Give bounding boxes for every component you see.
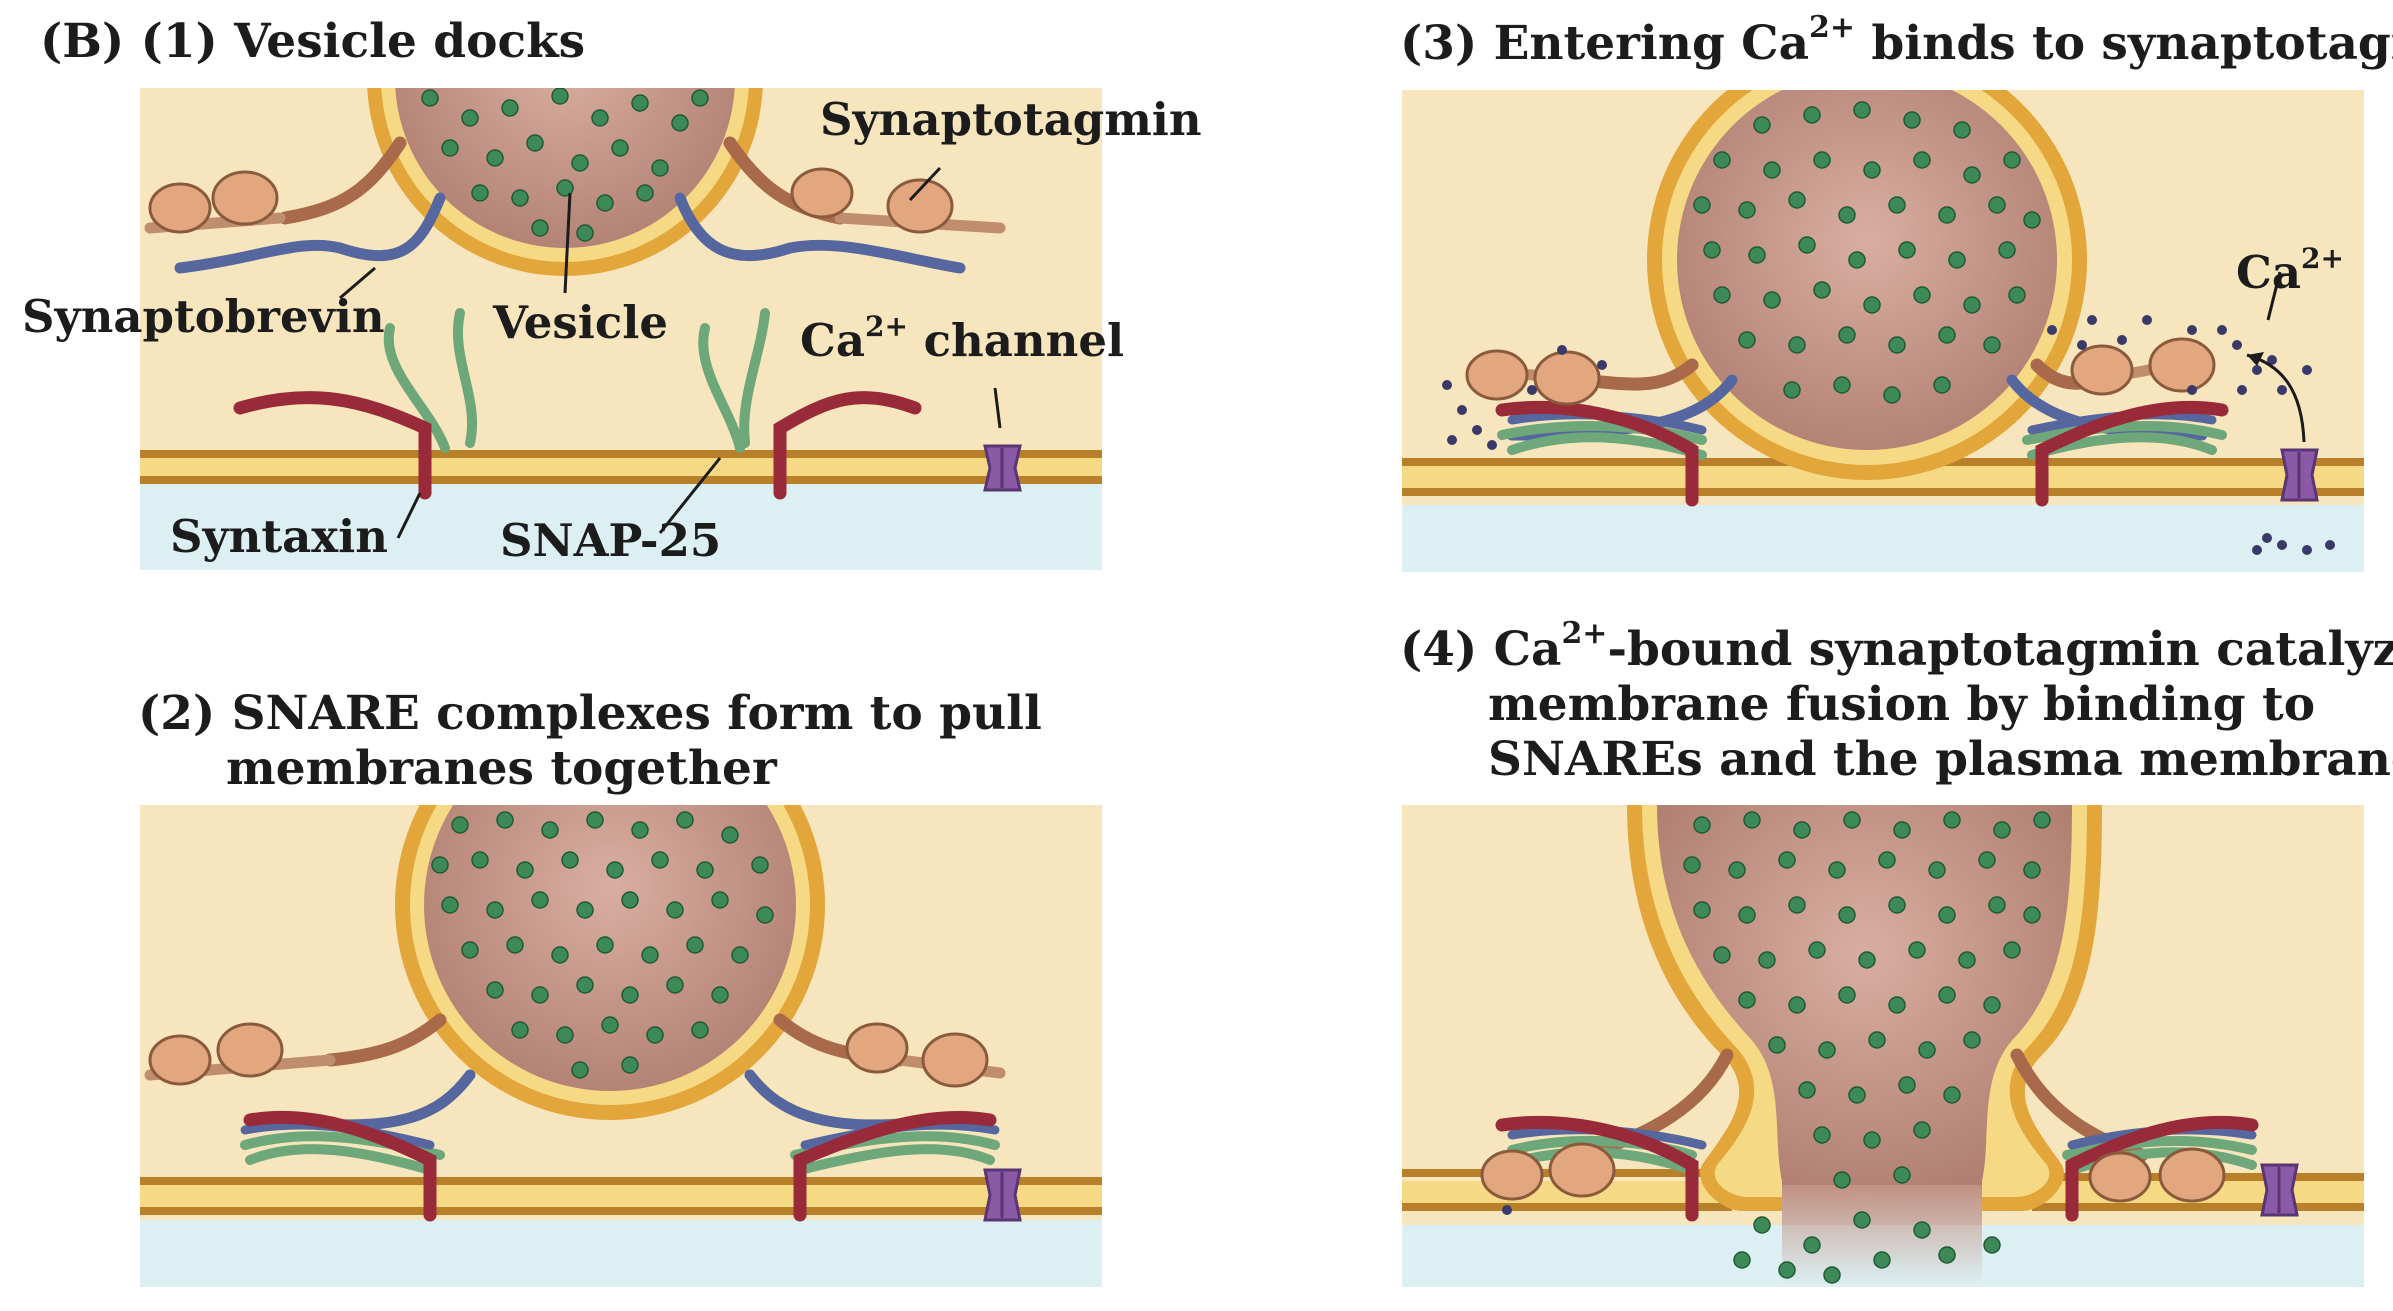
panel-1-title: Vesicle docks — [234, 14, 586, 69]
ca-ion-pointer — [2266, 271, 2282, 321]
panel-4-heading: (4) Ca2+-bound synaptotagmin catalyzes m… — [1400, 619, 2393, 788]
panel-4-title-line2: membrane fusion by binding to — [1488, 677, 2316, 732]
synaptotagmin-left — [144, 1022, 336, 1086]
synaptotagmin-left — [144, 170, 286, 234]
synaptotagmin-left-linker — [1575, 1048, 1734, 1162]
panel-3-heading: (3) Entering Ca2+ binds to synaptotagmin — [1400, 13, 2393, 72]
panel-4-title-post: -bound synaptotagmin catalyzes — [1607, 622, 2393, 677]
ca-channel — [2280, 448, 2319, 502]
snare-complex-left — [240, 1110, 445, 1222]
panel-3-number: (3) — [1400, 16, 1478, 71]
fused-vesicle — [1627, 805, 2102, 1287]
snare-complex-right — [790, 1110, 1000, 1222]
panel-1-svg — [140, 88, 1102, 570]
snap25-right-b — [739, 308, 770, 448]
synaptotagmin-right — [2088, 1147, 2226, 1203]
neurotransmitters — [421, 88, 709, 242]
panel-3-title-pre: Entering Ca — [1493, 16, 1810, 71]
panel-2-heading: (2) SNARE complexes form to pull membran… — [138, 686, 1042, 796]
label-ca-channel-pre: Ca — [800, 314, 865, 367]
synaptobrevin-left — [174, 192, 446, 274]
vesicle — [1647, 90, 2087, 480]
ca-channel — [983, 1168, 1022, 1222]
panel-2-title-line2: membranes together — [226, 741, 777, 796]
label-snap25: SNAP-25 — [500, 514, 722, 567]
label-synaptobrevin: Synaptobrevin — [22, 290, 385, 343]
synaptotagmin-left-linker — [278, 136, 407, 225]
ca-entry-arrowhead — [2247, 352, 2264, 366]
extracellular-space — [1402, 505, 2364, 572]
synaptotagmin-right — [2070, 337, 2216, 396]
synaptotagmin-left-linker — [323, 1013, 447, 1067]
snare-complex-right — [2022, 400, 2229, 507]
panel-2-svg — [140, 805, 1102, 1287]
panel-2-illustration — [140, 805, 1102, 1287]
label-ca-channel-post: channel — [907, 314, 1125, 367]
panel-4-number: (4) — [1400, 622, 1478, 677]
panel-3-svg — [1402, 90, 2364, 572]
snap25-left-b — [452, 308, 478, 448]
extracellular-space — [140, 1220, 1102, 1287]
snare-complex-left — [1495, 400, 1707, 507]
panel-2-number: (2) — [138, 686, 216, 741]
synaptotagmin-right — [790, 167, 1006, 234]
panel-4-illustration — [1402, 805, 2364, 1287]
label-ca-ion-pre: Ca — [2236, 246, 2301, 299]
ca-channel-pointer — [993, 387, 1002, 429]
snap25-left-a — [383, 323, 450, 453]
plasma-membrane — [140, 1177, 1102, 1215]
panel-1-number: (1) — [140, 14, 218, 69]
label-syntaxin: Syntaxin — [170, 510, 388, 563]
vesicle — [367, 88, 763, 276]
panel-4-title-line3: SNAREs and the plasma membrane — [1488, 732, 2393, 787]
figure-label: (B) — [40, 14, 125, 69]
ca-ion — [1502, 1205, 1512, 1215]
syntaxin-left — [233, 391, 432, 500]
panel-1-illustration — [140, 88, 1102, 570]
ca-ions — [1442, 315, 2335, 555]
vesicle-pointer — [563, 192, 572, 294]
panel-4-svg — [1402, 805, 2364, 1287]
panel-4-title-sup: 2+ — [1561, 616, 1608, 651]
panel-3-illustration — [1402, 90, 2364, 572]
label-ca-channel-sup: 2+ — [864, 310, 908, 343]
label-synaptotagmin: Synaptotagmin — [820, 93, 1202, 146]
label-ca-ion: Ca2+ — [2236, 245, 2344, 299]
plasma-membrane — [140, 450, 1102, 484]
panel-1-heading: (B) (1) Vesicle docks — [40, 14, 585, 69]
neurotransmitters — [1693, 101, 2041, 404]
ca-channel — [2260, 1163, 2299, 1217]
syntaxin-pointer — [396, 492, 422, 539]
neurotransmitters — [431, 811, 774, 1079]
panel-3-title-sup: 2+ — [1809, 10, 1856, 45]
label-ca-ion-sup: 2+ — [2300, 242, 2344, 275]
snap25-right-a — [698, 323, 745, 453]
snap25-pointer — [658, 457, 722, 534]
ca-channel — [983, 444, 1022, 492]
panel-4-title-pre: Ca — [1493, 622, 1562, 677]
label-ca-channel: Ca2+ channel — [800, 313, 1125, 367]
synaptotagmin-pointer — [908, 166, 942, 202]
synaptotagmin-right — [845, 1022, 1006, 1088]
synaptobrevin-pointer — [339, 266, 376, 300]
vesicle — [395, 805, 825, 1120]
synaptobrevin-right — [674, 192, 966, 274]
synaptotagmin-left — [1465, 349, 1601, 406]
panel-2-title-line1: SNARE complexes form to pull — [231, 686, 1042, 741]
label-vesicle: Vesicle — [493, 296, 668, 349]
neurotransmitters-released — [1683, 811, 2051, 1284]
panel-3-title-post: binds to synaptotagmin — [1871, 16, 2393, 71]
syntaxin-right — [773, 391, 922, 500]
synaptotagmin-left — [1480, 1142, 1616, 1201]
